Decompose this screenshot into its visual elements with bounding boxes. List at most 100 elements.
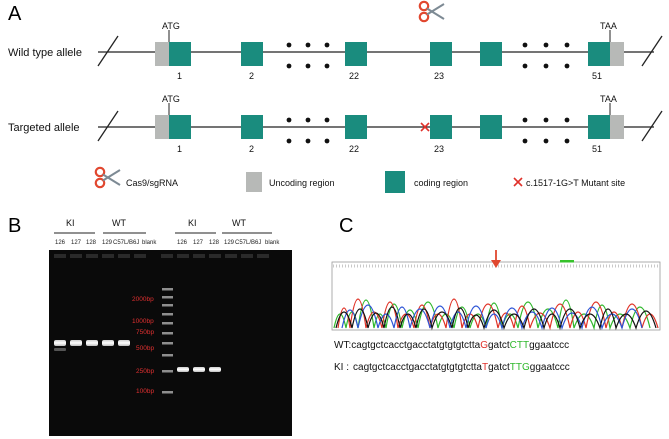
band-ki-127-small — [193, 367, 205, 372]
wt-mutation-base: G — [480, 340, 488, 351]
exon-number: 51 — [592, 71, 602, 81]
panel-label-c: C — [339, 215, 353, 237]
ladder-labels: 2000bp 1000bp 750bp 500bp 250bp 100bp — [132, 296, 154, 395]
lane-label: C57L/B6J — [235, 240, 261, 246]
ki-prefix: KI : — [334, 362, 349, 373]
targeted-allele-row: Targeted allele ATG TAA 1 2 22 23 5 — [8, 94, 663, 154]
exon-number: 22 — [349, 144, 359, 154]
atg-label: ATG — [162, 21, 180, 31]
legend-coding: coding region — [414, 178, 468, 188]
ladder-label: 250bp — [136, 368, 154, 375]
wt-seq-end: ggaatccc — [529, 340, 569, 351]
ladder-label: 100bp — [136, 388, 154, 395]
atg-label: ATG — [162, 94, 180, 104]
lane-label: 129 — [102, 240, 113, 246]
wells — [54, 254, 269, 258]
band-ki-127 — [70, 340, 82, 346]
lane-label: C57L/B6J — [113, 240, 139, 246]
band-ki-128 — [86, 340, 98, 346]
legend-cas9: Cas9/sgRNA — [126, 178, 178, 188]
utr-5-box — [155, 115, 169, 139]
legend-uncoding: Uncoding region — [269, 178, 335, 188]
trace-green — [333, 299, 651, 331]
upper-bands — [54, 340, 130, 351]
ellipsis-dots — [286, 117, 330, 144]
row-label-targeted: Targeted allele — [8, 122, 80, 134]
lane-label: 126 — [55, 240, 66, 246]
ki-sequence: KI :cagtgctcacctgacctatgtgtgtcttaTgatctT… — [334, 362, 570, 373]
exon-number: 1 — [177, 71, 182, 81]
ladder-lane — [162, 288, 173, 394]
break-mark-right — [641, 110, 663, 142]
exon-next — [480, 115, 502, 139]
exon-22 — [345, 115, 367, 139]
band-ki-126 — [54, 340, 66, 346]
ellipsis-dots — [522, 42, 570, 69]
scissors-icon — [94, 166, 122, 189]
band-wt-129 — [102, 340, 114, 346]
panel-label-a: A — [8, 3, 22, 25]
break-mark-right — [641, 35, 663, 67]
utr-3-box — [610, 42, 624, 66]
exon-number: 51 — [592, 144, 602, 154]
ellipsis-dots — [286, 42, 330, 69]
wt-prefix: WT: — [334, 340, 351, 351]
legend: Cas9/sgRNA Uncoding region coding region… — [94, 166, 625, 193]
group-label-wt: WT — [232, 218, 246, 228]
break-mark-left — [97, 110, 119, 142]
ki-seq-mid: gatct — [488, 362, 510, 373]
ladder-label: 2000bp — [132, 296, 154, 303]
band-ki-128-small — [209, 367, 221, 372]
wt-seq-mid: gatct — [488, 340, 510, 351]
exon-number: 2 — [249, 71, 254, 81]
lane-label: 127 — [193, 240, 204, 246]
trace-black — [335, 306, 657, 331]
ki-seq-main: cagtgctcacctgacctatgtgtgtctta — [353, 362, 482, 373]
wt-seq-main: cagtgctcacctgacctatgtgtgtctta — [351, 340, 480, 351]
group-label-ki: KI — [188, 218, 197, 228]
exon-number: 2 — [249, 144, 254, 154]
exon-51 — [588, 115, 610, 139]
chromatogram — [331, 250, 661, 331]
exon-2 — [241, 115, 263, 139]
lane-label: 128 — [209, 240, 220, 246]
trace-blue — [341, 304, 643, 331]
exon-51 — [588, 42, 610, 66]
exon-2 — [241, 42, 263, 66]
group-label-ki: KI — [66, 218, 75, 228]
lane-label: 127 — [71, 240, 82, 246]
band-ki-126-faint — [54, 348, 66, 351]
ladder-label: 500bp — [136, 345, 154, 352]
exon-number: 23 — [434, 71, 444, 81]
taa-label: TAA — [600, 94, 617, 104]
wild-type-allele-row: Wild type allele ATG TAA 1 2 22 23 51 — [8, 0, 663, 81]
legend-mutant: c.1517-1G>T Mutant site — [526, 178, 625, 188]
exon-number: 23 — [434, 144, 444, 154]
exon-1 — [169, 42, 191, 66]
break-mark-left — [97, 35, 119, 67]
band-ki-126-small — [177, 367, 189, 372]
lane-label: 128 — [86, 240, 97, 246]
lower-bands — [177, 367, 221, 372]
exon-23 — [430, 42, 452, 66]
lane-label: blank — [265, 240, 280, 246]
exon-next — [480, 42, 502, 66]
legend-uncoding-swatch — [246, 172, 262, 192]
exon-number: 22 — [349, 71, 359, 81]
wt-sequence: WT:cagtgctcacctgacctatgtgtgtcttaGgatctCT… — [334, 340, 569, 351]
mutant-site-mark — [420, 122, 430, 132]
exon-1 — [169, 115, 191, 139]
mutant-x-icon — [513, 177, 523, 187]
band-wt-c57 — [118, 340, 130, 346]
lane-label: blank — [142, 240, 157, 246]
ladder-label: 1000bp — [132, 318, 154, 325]
utr-5-box — [155, 42, 169, 66]
panel-label-b: B — [8, 215, 21, 237]
exon-22 — [345, 42, 367, 66]
ki-pam: TTG — [510, 362, 530, 373]
lane-label: 129 — [224, 240, 235, 246]
cas9-scissors-icon — [418, 0, 446, 23]
row-label-wild-type: Wild type allele — [8, 47, 82, 59]
ladder-label: 750bp — [136, 329, 154, 336]
